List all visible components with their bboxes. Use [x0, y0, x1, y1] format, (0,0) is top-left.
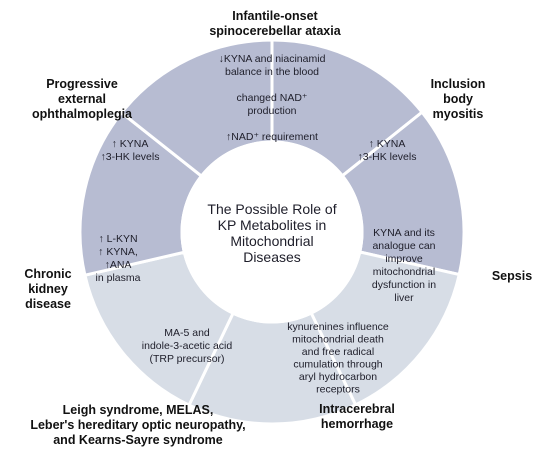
segment-text-sepsis-line: mitochondrial [373, 266, 435, 278]
center-circle [180, 140, 364, 324]
center-title-line: Mitochondrial [230, 233, 313, 249]
segment-text-leigh-melas-lhon-kss-line: indole-3-acetic acid [142, 340, 233, 352]
center-title-line: Diseases [243, 249, 301, 265]
label-leigh-melas-lhon-kss-line: and Kearns-Sayre syndrome [53, 433, 223, 447]
segment-text-leigh-melas-lhon-kss-line: MA-5 and [164, 327, 210, 339]
label-infantile-onset-spinocerebellar-ataxia-line: Infantile-onset [232, 9, 318, 23]
segment-text-progressive-external-ophthalmoplegia-line: ↑ KYNA [112, 138, 149, 150]
label-chronic-kidney-disease-line: Chronic [24, 267, 71, 281]
label-inclusion-body-myositis-line: myositis [433, 107, 484, 121]
segment-text-intracerebral-hemorrhage-line: and free radical [302, 346, 374, 358]
segment-text-infantile-onset-spinocerebellar-ataxia-line: production [247, 105, 296, 117]
segment-text-chronic-kidney-disease-line: in plasma [96, 272, 141, 284]
label-inclusion-body-myositis-line: body [443, 92, 473, 106]
label-infantile-onset-spinocerebellar-ataxia-line: spinocerebellar ataxia [209, 24, 341, 38]
center-title-line: The Possible Role of [207, 201, 336, 217]
segment-text-intracerebral-hemorrhage-line: kynurenines influence [287, 321, 389, 333]
segment-text-progressive-external-ophthalmoplegia: ↑ KYNA↑3-HK levels [101, 138, 160, 163]
label-inclusion-body-myositis-line: Inclusion [431, 77, 486, 91]
label-progressive-external-ophthalmoplegia-line: external [58, 92, 106, 106]
segment-text-inclusion-body-myositis-line: ↑3-HK levels [358, 151, 417, 163]
segment-text-intracerebral-hemorrhage-line: receptors [316, 384, 360, 396]
segment-text-sepsis-line: analogue can [372, 240, 435, 252]
segment-text-chronic-kidney-disease-line: ↑ L-KYN [98, 233, 137, 245]
label-intracerebral-hemorrhage-line: Intracerebral [319, 402, 395, 416]
segment-text-infantile-onset-spinocerebellar-ataxia-line: changed NAD⁺ [237, 92, 308, 104]
label-leigh-melas-lhon-kss: Leigh syndrome, MELAS,Leber's hereditary… [30, 403, 245, 447]
segment-text-sepsis-line: dysfunction in [372, 279, 436, 291]
segment-text-infantile-onset-spinocerebellar-ataxia-line: ↑NAD⁺ requirement [226, 131, 318, 143]
segment-text-chronic-kidney-disease-line: ↑ KYNA, [98, 246, 138, 258]
segment-text-sepsis-line: improve [385, 253, 423, 265]
segment-text-sepsis-line: KYNA and its [373, 227, 435, 239]
segment-text-progressive-external-ophthalmoplegia-line: ↑3-HK levels [101, 151, 160, 163]
center-title-line: KP Metabolites in [218, 217, 327, 233]
label-sepsis: Sepsis [492, 269, 532, 283]
label-intracerebral-hemorrhage-line: hemorrhage [321, 417, 393, 431]
label-leigh-melas-lhon-kss-line: Leber's hereditary optic neuropathy, [30, 418, 245, 432]
segment-text-inclusion-body-myositis-line: ↑ KYNA [369, 138, 406, 150]
segment-text-intracerebral-hemorrhage-line: aryl hydrocarbon [299, 371, 377, 383]
label-progressive-external-ophthalmoplegia-line: Progressive [46, 77, 118, 91]
label-chronic-kidney-disease-line: kidney [28, 282, 68, 296]
segment-text-intracerebral-hemorrhage-line: cumulation through [293, 359, 382, 371]
segment-text-infantile-onset-spinocerebellar-ataxia-line: ↓KYNA and niacinamid [219, 53, 326, 65]
label-progressive-external-ophthalmoplegia-line: ophthalmoplegia [32, 107, 133, 121]
segment-text-leigh-melas-lhon-kss-line: (TRP precursor) [149, 353, 224, 365]
label-chronic-kidney-disease-line: disease [25, 297, 71, 311]
segment-text-chronic-kidney-disease-line: ↑ANA [105, 259, 132, 271]
segment-text-inclusion-body-myositis: ↑ KYNA↑3-HK levels [358, 138, 417, 163]
label-sepsis-line: Sepsis [492, 269, 532, 283]
label-leigh-melas-lhon-kss-line: Leigh syndrome, MELAS, [63, 403, 214, 417]
segment-text-infantile-onset-spinocerebellar-ataxia-line: balance in the blood [225, 66, 319, 78]
segment-text-sepsis-line: liver [394, 292, 414, 304]
segment-text-intracerebral-hemorrhage-line: mitochondrial death [292, 334, 384, 346]
